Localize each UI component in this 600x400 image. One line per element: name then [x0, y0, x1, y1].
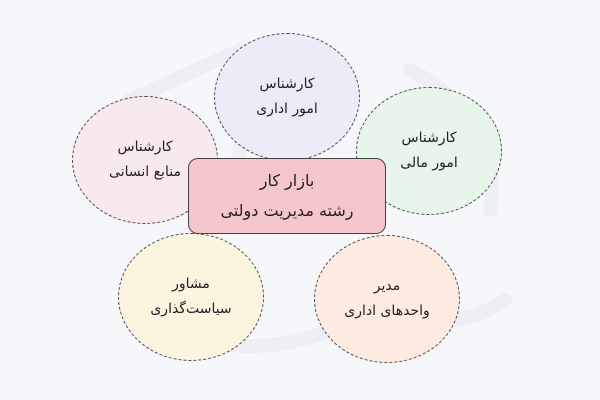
node-policy-advisor: مشاور سیاست‌گذاری	[118, 233, 264, 361]
node-administrative-affairs: کارشناس امور اداری	[214, 33, 360, 161]
node-right-line2: امور مالی	[400, 155, 458, 171]
central-topic-line2: رشته مدیریت دولتی	[220, 201, 354, 220]
central-topic-box: بازار کار رشته مدیریت دولتی	[188, 158, 386, 234]
node-top-line1: کارشناس	[259, 76, 315, 92]
node-top-line2: امور اداری	[256, 101, 318, 117]
node-bottom-right-line2: واحدهای اداری	[344, 303, 430, 319]
node-bottom-right-line1: مدیر	[373, 278, 401, 294]
node-administrative-units-manager: مدیر واحدهای اداری	[314, 235, 460, 363]
node-bottom-left-line2: سیاست‌گذاری	[150, 301, 232, 317]
node-right-line1: کارشناس	[401, 130, 457, 146]
central-topic-line1: بازار کار	[259, 171, 315, 190]
node-left-line2: منابع انسانی	[109, 164, 181, 180]
node-bottom-left-line1: مشاور	[172, 276, 210, 292]
node-left-line1: کارشناس	[117, 139, 173, 155]
